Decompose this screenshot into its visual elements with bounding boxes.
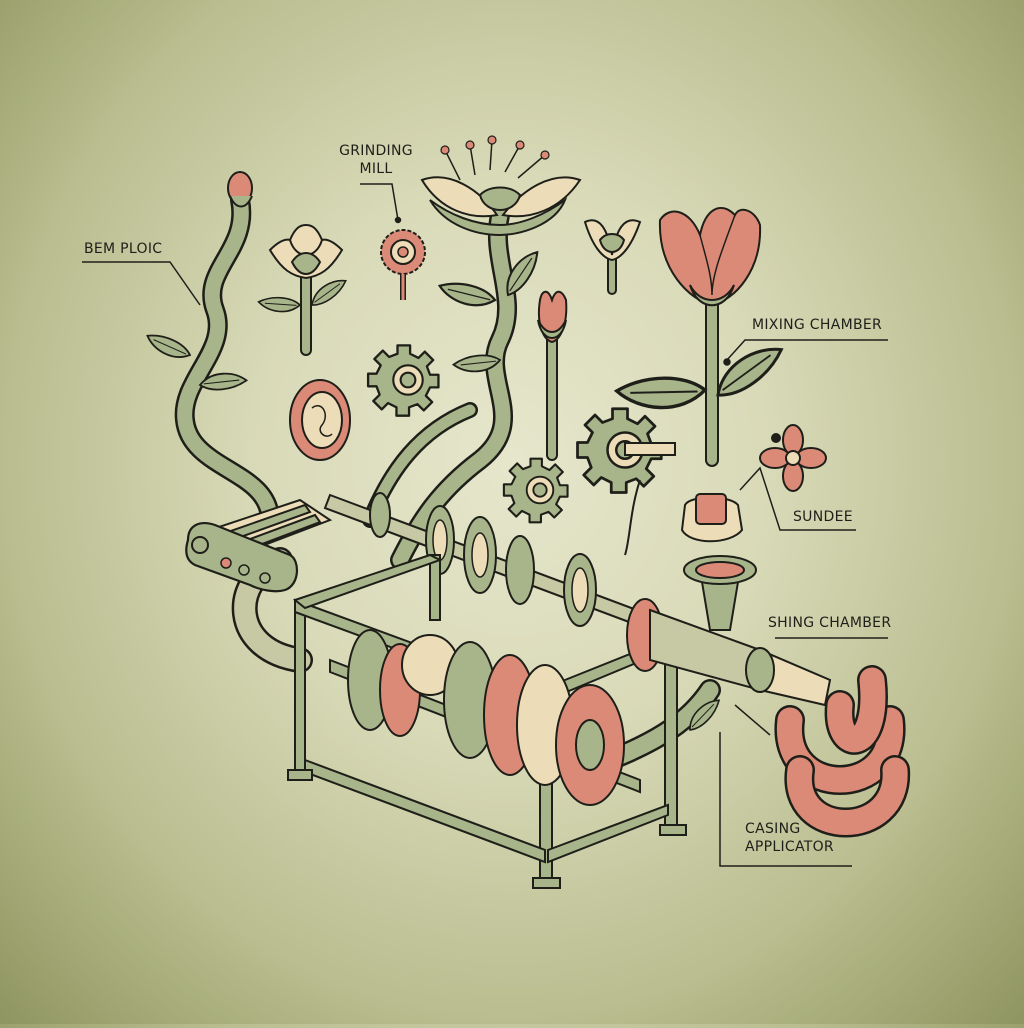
gear-with-axle [576, 407, 676, 556]
tulip-flower [537, 290, 568, 344]
label-bem-ploic: BEM PLOIC [84, 241, 163, 257]
nut-cap [680, 493, 744, 543]
grinding-discs [329, 629, 641, 806]
gear-middle [502, 457, 569, 524]
label-sundee: SUNDEE [793, 509, 853, 525]
rose-bud [227, 171, 253, 208]
sausage-links [774, 665, 911, 838]
lotus-flower-small [268, 223, 344, 280]
gear-left [366, 344, 440, 417]
label-grinding-mill-line1: GRINDING [339, 143, 413, 159]
four-petal-flower [759, 424, 827, 492]
lotus-flower-right [583, 219, 642, 262]
seed-pod-disc [289, 379, 351, 461]
extruder [626, 555, 832, 707]
label-casing-applicator-line1: CASING [745, 821, 801, 837]
leader-lines [82, 183, 888, 867]
upper-axle [323, 492, 652, 630]
tulip-flower-large [658, 206, 762, 307]
label-casing-applicator-line2: APPLICATOR [745, 839, 834, 855]
label-grinding-mill-line2: MILL [359, 161, 393, 177]
vine-stems [174, 190, 721, 771]
label-mixing-chamber: MIXING CHAMBER [752, 317, 883, 333]
label-casing-applicator: CASING APPLICATOR [745, 820, 834, 856]
daisy-flower [380, 229, 426, 300]
conveyor-rollers [185, 498, 333, 593]
label-shing-chamber: SHING CHAMBER [768, 615, 892, 631]
lotus-flower-large [420, 135, 582, 237]
label-grinding-mill: GRINDING MILL [336, 142, 416, 178]
